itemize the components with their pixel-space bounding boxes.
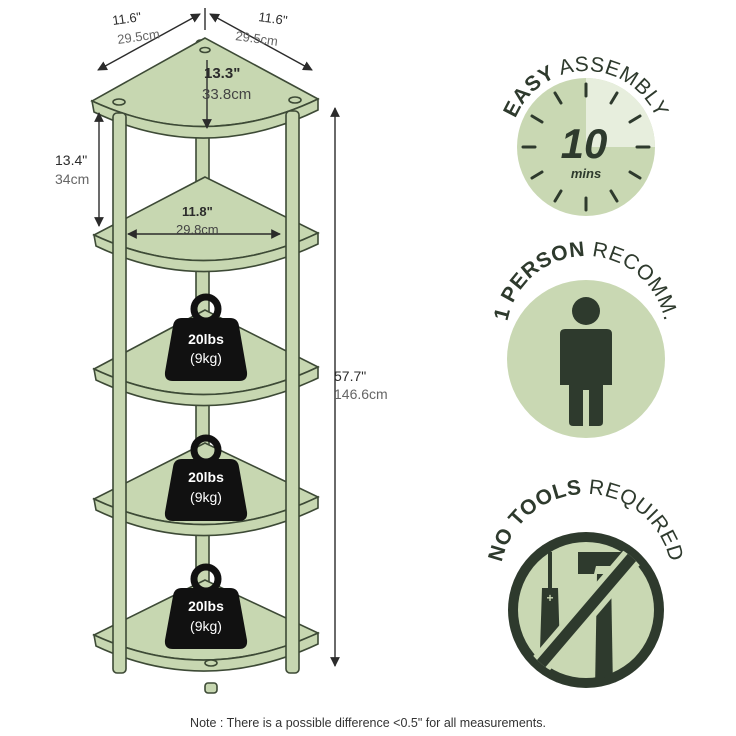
total-height-imperial: 57.7": [334, 368, 366, 384]
shelf-width-imperial: 11.8": [182, 204, 213, 219]
timer-unit: mins: [571, 166, 601, 181]
timer-icon: [521, 82, 651, 212]
person-icon: [560, 297, 612, 426]
no-tools-badge: NO TOOLS REQUIRED +: [484, 476, 687, 688]
weight-lbs: 20lbs: [188, 331, 224, 347]
right-post: [285, 110, 300, 674]
weight-kg: (9kg): [190, 618, 222, 634]
easy-assembly-badge: EASY ASSEMBLY 10 mins: [499, 53, 672, 216]
shelf-width-metric: 29.8cm: [176, 222, 219, 237]
weight-icon: 20lbs (9kg): [164, 563, 248, 649]
weight-lbs: 20lbs: [188, 469, 224, 485]
foot: [204, 682, 218, 694]
shelf-gap-metric: 34cm: [55, 171, 89, 187]
total-height-metric: 146.6cm: [334, 386, 388, 402]
weight-icon: 20lbs (9kg): [164, 293, 248, 381]
right-depth-metric: 29.5cm: [235, 28, 279, 49]
timer-number: 10: [561, 120, 608, 167]
weight-kg: (9kg): [190, 350, 222, 366]
dimension-lines: [94, 8, 340, 667]
one-person-badge: 1 PERSON RECOMM.: [490, 238, 682, 438]
top-diagonal-metric: 33.8cm: [202, 86, 251, 103]
weight-lbs: 20lbs: [188, 598, 224, 614]
timer-progress: [586, 78, 655, 147]
svg-text:+: +: [546, 591, 553, 605]
dimension-labels: 11.6" 29.5cm 11.6" 29.5cm 13.3" 33.8cm 1…: [55, 9, 388, 402]
weight-kg: (9kg): [190, 489, 222, 505]
right-depth-imperial: 11.6": [258, 9, 289, 28]
measurement-note: Note : There is a possible difference <0…: [190, 716, 546, 730]
top-diagonal-imperial: 13.3": [204, 65, 240, 82]
left-post: [112, 112, 127, 674]
no-tools-icon: +: [525, 540, 649, 680]
left-depth-imperial: 11.6": [111, 9, 142, 28]
shelf-gap-imperial: 13.4": [55, 152, 87, 168]
weight-icon: 20lbs (9kg): [164, 434, 248, 521]
left-depth-metric: 29.5cm: [116, 26, 160, 47]
